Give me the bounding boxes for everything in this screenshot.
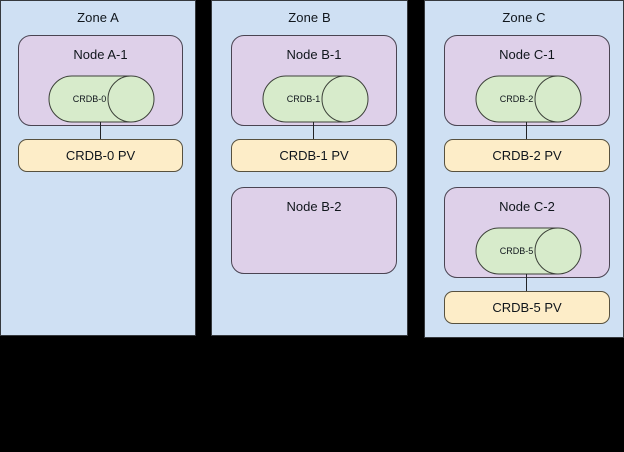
connector-node-c-2-to-crdb-5-pv — [526, 274, 527, 291]
database-cylinder-crdb-2: CRDB-2 — [475, 75, 582, 123]
node-a-1: Node A-1 CRDB-0 — [18, 35, 183, 126]
node-c-1-label: Node C-1 — [499, 47, 555, 62]
pv-crdb-2: CRDB-2 PV — [444, 139, 610, 172]
cylinder-shape — [475, 75, 582, 123]
connector-node-b-1-to-crdb-1-pv — [313, 122, 314, 139]
pv-crdb-1-label: CRDB-1 PV — [279, 147, 349, 163]
database-cylinder-crdb-5: CRDB-5 — [475, 227, 582, 275]
node-a-1-label: Node A-1 — [73, 47, 128, 62]
zone-a-label: Zone A — [77, 10, 119, 25]
pv-crdb-5: CRDB-5 PV — [444, 291, 610, 324]
node-b-2-label: Node B-2 — [286, 199, 342, 214]
cylinder-shape — [262, 75, 369, 123]
cylinder-shape — [48, 75, 155, 123]
zone-c: Zone C Node C-1 CRDB-2 CRDB-2 PV Node C-… — [424, 0, 624, 338]
pv-crdb-0: CRDB-0 PV — [18, 139, 183, 172]
pv-crdb-1: CRDB-1 PV — [231, 139, 397, 172]
node-c-2-label: Node C-2 — [499, 199, 555, 214]
connector-node-c-1-to-crdb-2-pv — [526, 122, 527, 139]
node-b-1: Node B-1 CRDB-1 — [231, 35, 397, 126]
node-b-2: Node B-2 — [231, 187, 397, 274]
cylinder-shape — [475, 227, 582, 275]
database-cylinder-crdb-1: CRDB-1 — [262, 75, 369, 123]
database-cylinder-crdb-0: CRDB-0 — [48, 75, 155, 123]
zone-b-label: Zone B — [288, 10, 331, 25]
node-c-1: Node C-1 CRDB-2 — [444, 35, 610, 126]
zone-a: Zone A Node A-1 CRDB-0 CRDB-0 PV — [0, 0, 196, 336]
pv-crdb-5-label: CRDB-5 PV — [492, 299, 562, 315]
zone-b: Zone B Node B-1 CRDB-1 CRDB-1 PV Node B-… — [211, 0, 408, 336]
pv-crdb-0-label: CRDB-0 PV — [65, 147, 136, 163]
zone-c-label: Zone C — [502, 10, 546, 25]
connector-node-a-1-to-crdb-0-pv — [100, 122, 101, 139]
node-c-2: Node C-2 CRDB-5 — [444, 187, 610, 278]
pv-crdb-2-label: CRDB-2 PV — [492, 147, 562, 163]
node-b-1-label: Node B-1 — [286, 47, 342, 62]
